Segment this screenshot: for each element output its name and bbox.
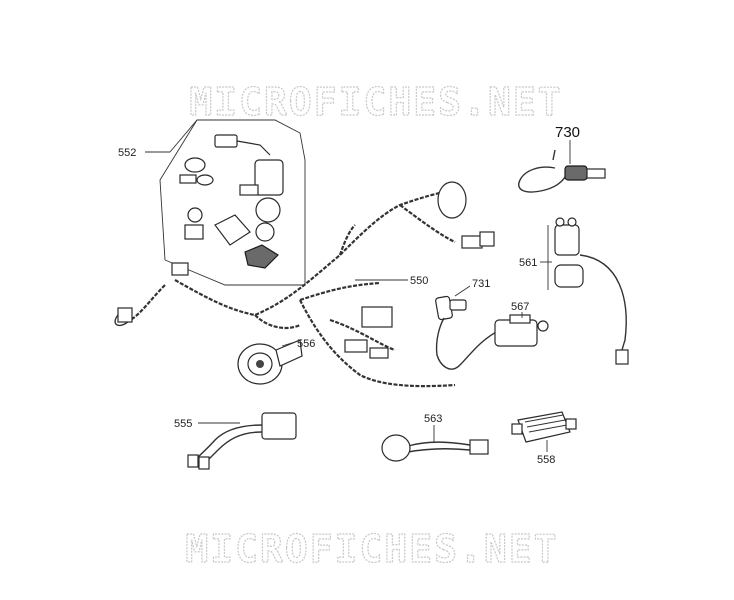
part-730-switch[interactable] xyxy=(518,149,606,193)
part-556-horn[interactable] xyxy=(237,339,303,385)
callout-555: 555 xyxy=(174,418,192,430)
callout-561: 561 xyxy=(519,257,537,269)
callout-556: 556 xyxy=(297,338,315,350)
callout-550: 550 xyxy=(410,275,428,287)
callout-567: 567 xyxy=(511,301,529,313)
part-555-cdi-unit[interactable] xyxy=(187,412,297,470)
part-563-flasher-relay[interactable] xyxy=(381,434,489,462)
part-552-key-switch-set[interactable] xyxy=(145,119,306,286)
callout-731: 731 xyxy=(472,278,490,290)
part-561-starter-relay[interactable] xyxy=(547,217,629,365)
callout-558: 558 xyxy=(537,454,555,466)
part-567-ignition-coil[interactable] xyxy=(435,314,549,370)
watermark-top: MICROFICHES.NET xyxy=(189,80,562,124)
callout-552: 552 xyxy=(118,147,136,159)
part-550-wire-harness[interactable] xyxy=(114,181,495,388)
watermark-bottom: MICROFICHES.NET xyxy=(185,527,558,571)
part-558-regulator[interactable] xyxy=(511,411,577,443)
callout-730: 730 xyxy=(555,124,580,141)
part-731-plug-cap[interactable] xyxy=(435,295,467,321)
callout-563: 563 xyxy=(424,413,442,425)
